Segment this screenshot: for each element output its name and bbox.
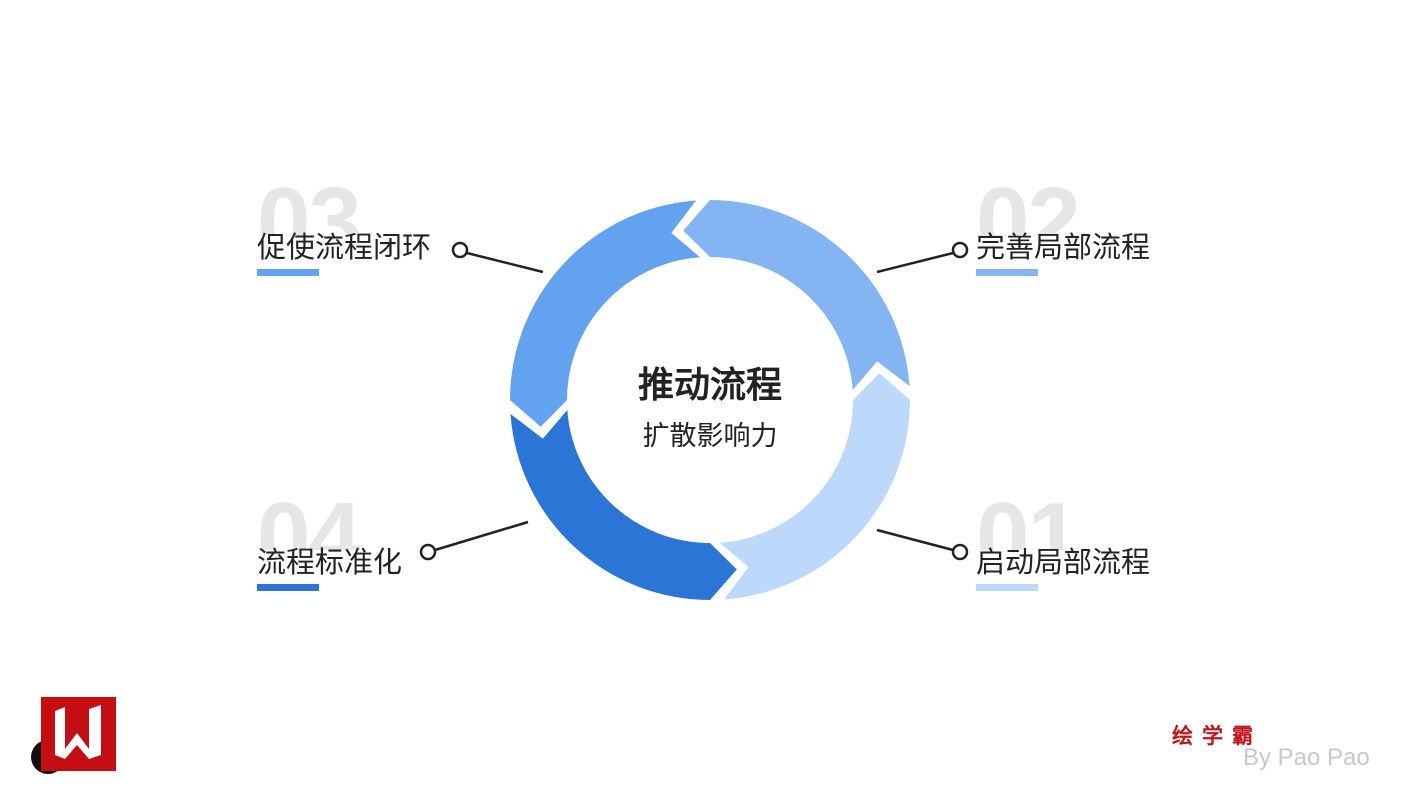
step-04: 04 流程标准化 — [257, 492, 517, 602]
step-label: 完善局部流程 — [976, 230, 1151, 264]
step-underline — [976, 584, 1038, 591]
ring-segment-01 — [720, 373, 910, 600]
connector-line-04 — [434, 520, 529, 552]
center-subtitle: 扩散影响力 — [642, 421, 778, 452]
connector-line-02 — [876, 251, 954, 274]
logo-icon — [41, 697, 116, 771]
step-underline — [257, 269, 319, 276]
step-03: 03 促使流程闭环 — [257, 177, 517, 287]
step-01: 01 启动局部流程 — [976, 492, 1236, 602]
ring-segment-02 — [683, 200, 910, 390]
step-number: 04 — [257, 492, 360, 550]
step-label: 启动局部流程 — [976, 545, 1151, 579]
connector-line-01 — [876, 528, 954, 552]
step-number: 02 — [976, 177, 1079, 235]
connector-dot-01 — [951, 543, 969, 561]
connector-dot-04 — [419, 543, 437, 561]
ring-segment-04 — [510, 410, 737, 600]
step-underline — [257, 584, 319, 591]
center-title: 推动流程 — [637, 365, 782, 406]
connector-line-03 — [466, 251, 544, 274]
connector-dot-03 — [451, 241, 469, 259]
author-text: By Pao Pao — [1243, 744, 1370, 771]
connector-dot-02 — [951, 241, 969, 259]
step-label: 流程标准化 — [257, 545, 403, 579]
step-underline — [976, 269, 1038, 276]
ring-segment-03 — [510, 200, 700, 427]
step-number: 03 — [257, 177, 360, 235]
step-02: 02 完善局部流程 — [976, 177, 1236, 287]
brand-text: 绘学霸 — [1172, 724, 1262, 748]
step-number: 01 — [976, 492, 1079, 550]
step-label: 促使流程闭环 — [257, 230, 432, 264]
